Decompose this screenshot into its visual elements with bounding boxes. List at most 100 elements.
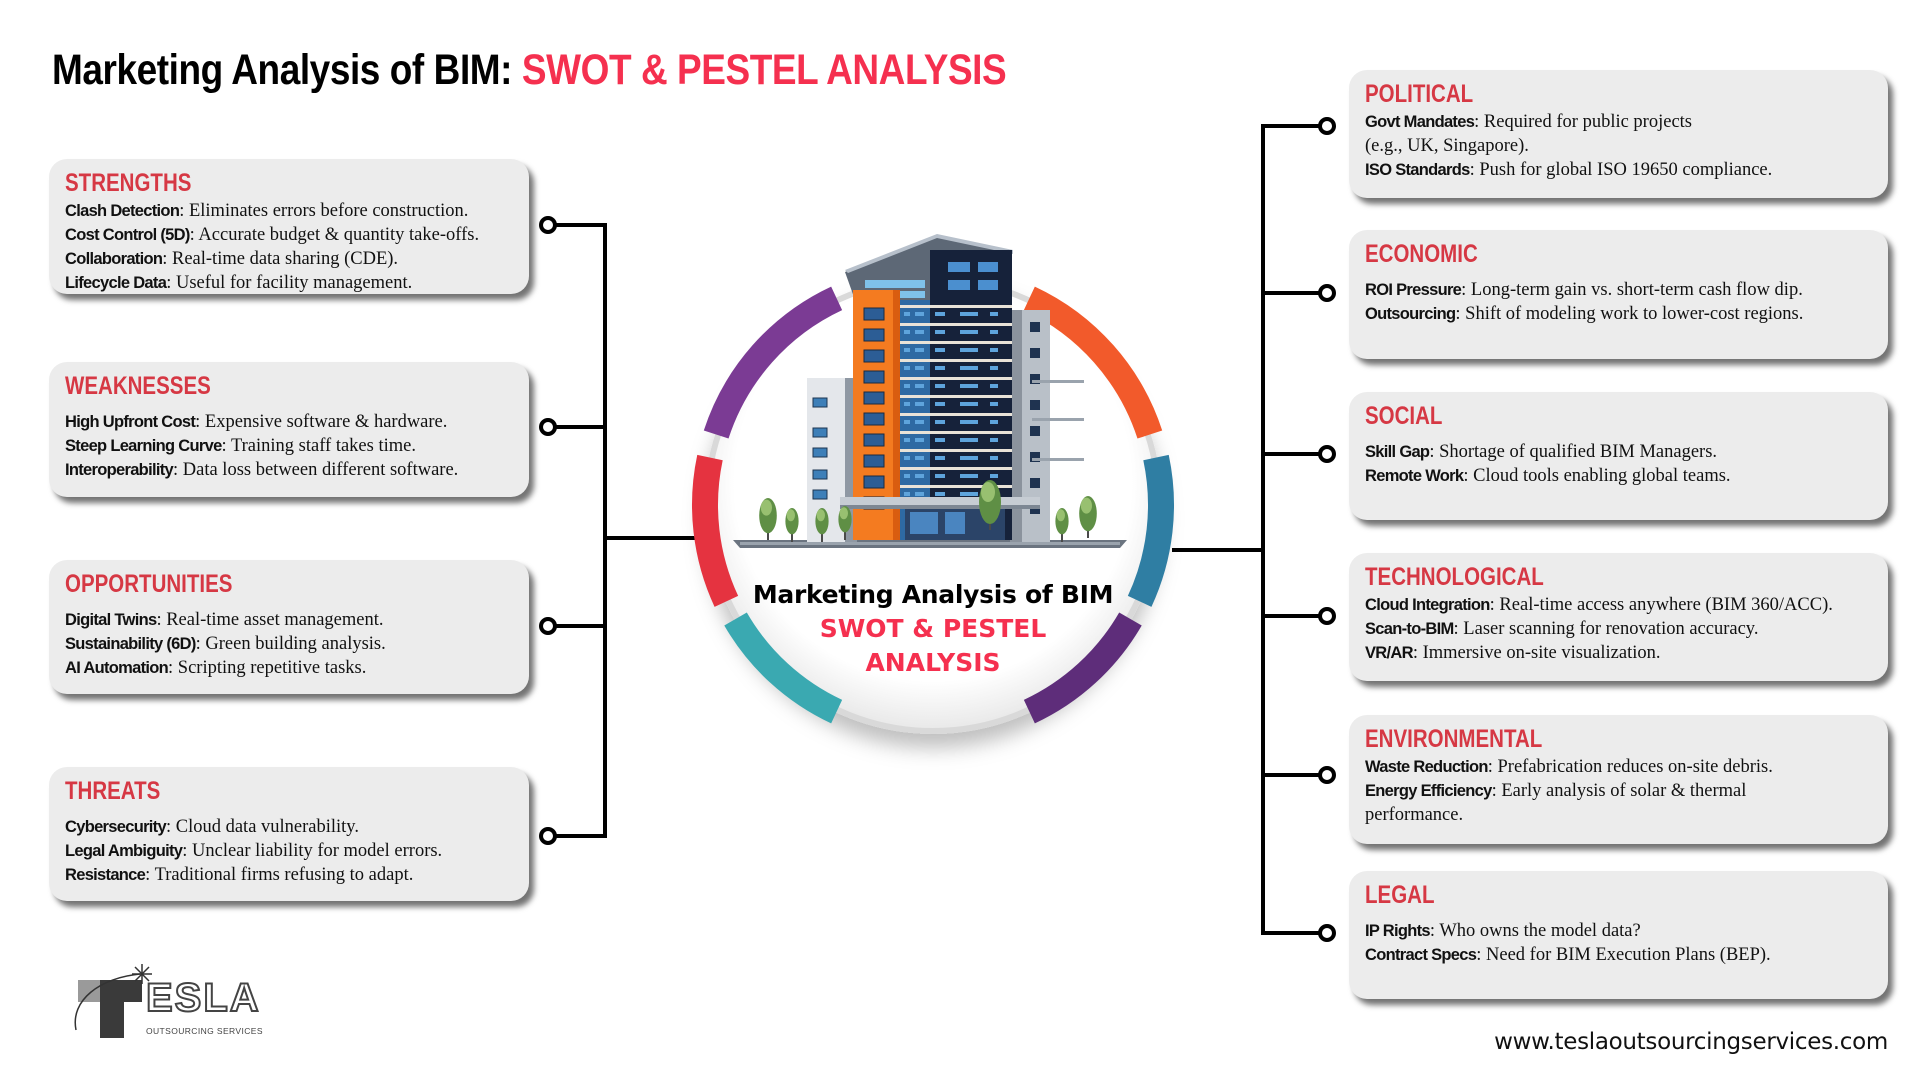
card-item-key: Legal Ambiguity: [65, 842, 183, 860]
card-item-key: IP Rights: [1365, 922, 1431, 940]
card-item: (e.g., UK, Singapore).: [1365, 134, 1876, 158]
card-item-text: : Traditional firms refusing to adapt.: [145, 865, 414, 885]
card-item: Skill Gap: Shortage of qualified BIM Man…: [1365, 440, 1876, 464]
connector-node-icon: [539, 827, 557, 845]
website-url[interactable]: www.teslaoutsourcingservices.com: [1494, 1029, 1888, 1055]
card-item-key: ROI Pressure: [1365, 281, 1462, 299]
connector-node-icon: [539, 617, 557, 635]
card-heading: STRENGTHS: [65, 169, 192, 197]
card-item-text: : Data loss between different software.: [173, 460, 459, 480]
card-item: Digital Twins: Real-time asset managemen…: [65, 608, 517, 632]
tree-icon: [815, 508, 829, 542]
card-item-text: : Real-time asset management.: [156, 610, 384, 630]
card-item: ROI Pressure: Long-term gain vs. short-t…: [1365, 278, 1876, 302]
tree-icon: [785, 508, 799, 542]
card-item-key: VR/AR: [1365, 644, 1414, 662]
card-item-key: Sustainability (6D): [65, 635, 196, 653]
title-main: Marketing Analysis of BIM:: [52, 46, 513, 94]
center-subtitle-line1: SWOT & PESTEL: [819, 614, 1047, 643]
connector-node-icon: [1318, 924, 1336, 942]
card-item-key: Remote Work: [1365, 467, 1464, 485]
card-heading: OPPORTUNITIES: [65, 570, 233, 598]
card-item-text: : Long-term gain vs. short-term cash flo…: [1461, 280, 1803, 300]
card-item: Interoperability: Data loss between diff…: [65, 458, 517, 482]
card-item-text: : Push for global ISO 19650 compliance.: [1469, 160, 1773, 180]
center-emblem: [692, 234, 1174, 734]
card-item: Cloud Integration: Real-time access anyw…: [1365, 593, 1876, 617]
card-item-text: : Laser scanning for renovation accuracy…: [1453, 619, 1759, 639]
card-item-key: Lifecycle Data: [65, 274, 167, 292]
tree-icon: [759, 497, 777, 540]
card-item: Clash Detection: Eliminates errors befor…: [65, 199, 517, 223]
card-item-text: : Real-time access anywhere (BIM 360/ACC…: [1489, 595, 1833, 615]
card-heading: LEGAL: [1365, 881, 1435, 909]
card-item-text: : Cloud tools enabling global teams.: [1463, 466, 1731, 486]
card-item-key: Interoperability: [65, 461, 174, 479]
card-item-key: High Upfront Cost: [65, 413, 196, 431]
card-item-text: : Immersive on-site visualization.: [1412, 643, 1661, 663]
card-heading: ENVIRONMENTAL: [1365, 725, 1543, 753]
card-item-text: : Scripting repetitive tasks.: [168, 658, 367, 678]
card-item-key: Skill Gap: [1365, 443, 1430, 461]
center-subtitle-line2: ANALYSIS: [865, 648, 1001, 677]
swot-connector: [539, 216, 695, 845]
center-title: Marketing Analysis of BIM: [752, 580, 1114, 609]
card-item-key: Scan-to-BIM: [1365, 620, 1454, 638]
card-item-key: Outsourcing: [1365, 305, 1456, 323]
connector-node-icon: [1318, 607, 1336, 625]
card-heading: ECONOMIC: [1365, 240, 1478, 268]
card-item-text: : Need for BIM Execution Plans (BEP).: [1476, 945, 1771, 965]
card-item: Sustainability (6D): Green building anal…: [65, 632, 517, 656]
page-title: Marketing Analysis of BIM: SWOT & PESTEL…: [52, 44, 1007, 96]
connector-node-icon: [539, 216, 557, 234]
card-item-text: : Unclear liability for model errors.: [182, 841, 443, 861]
title-highlight: SWOT & PESTEL ANALYSIS: [521, 46, 1007, 94]
card-item: ISO Standards: Push for global ISO 19650…: [1365, 158, 1876, 182]
card-heading: SOCIAL: [1365, 402, 1443, 430]
card-item-key: Contract Specs: [1365, 946, 1477, 964]
card-item-key: Clash Detection: [65, 202, 180, 220]
card-item: Steep Learning Curve: Training staff tak…: [65, 434, 517, 458]
card-item-text: : Green building analysis.: [195, 634, 386, 654]
card-item: Cost Control (5D): Accurate budget & qua…: [65, 223, 517, 247]
card-item-text: performance.: [1365, 805, 1464, 825]
card-item: Govt Mandates: Required for public proje…: [1365, 110, 1876, 134]
card-item-text: : Training staff takes time.: [221, 436, 416, 456]
card-item: performance.: [1365, 803, 1876, 827]
card-item-key: Collaboration: [65, 250, 163, 268]
card-item-key: Cost Control (5D): [65, 226, 190, 244]
card-item-text: : Shift of modeling work to lower-cost r…: [1455, 304, 1804, 324]
card-item-text: : Expensive software & hardware.: [195, 412, 448, 432]
card-item-key: Waste Reduction: [1365, 758, 1488, 776]
pestel-card-economic: ECONOMIC ROI Pressure: Long-term gain vs.…: [1349, 230, 1888, 359]
ring-segment: [724, 612, 843, 724]
card-item: Cybersecurity: Cloud data vulnerability.: [65, 815, 517, 839]
ring-segment: [1023, 286, 1163, 439]
company-logo: ESLA OUTSOURCING SERVICES: [70, 960, 263, 1044]
card-item-key: Resistance: [65, 866, 146, 884]
card-item-text: : Early analysis of solar & thermal: [1491, 781, 1747, 801]
logo-tagline: OUTSOURCING SERVICES: [146, 1026, 263, 1036]
card-heading: POLITICAL: [1365, 80, 1474, 108]
tree-icon: [1055, 508, 1069, 542]
spark-icon: [132, 964, 152, 984]
card-item: IP Rights: Who owns the model data?: [1365, 919, 1876, 943]
connector-node-icon: [1318, 445, 1336, 463]
pestel-card-social: SOCIAL Skill Gap: Shortage of qualified B…: [1349, 392, 1888, 520]
card-item: Energy Efficiency: Early analysis of sol…: [1365, 779, 1876, 803]
logo-wordmark: ESLA: [145, 975, 261, 1021]
ring-segment: [692, 454, 739, 607]
card-item-text: : Prefabrication reduces on-site debris.: [1487, 757, 1773, 777]
card-item-key: Cloud Integration: [1365, 596, 1490, 614]
card-item: Collaboration: Real-time data sharing (C…: [65, 247, 517, 271]
card-heading: TECHNOLOGICAL: [1365, 563, 1544, 591]
tesla-t-icon: [74, 964, 152, 1038]
card-item: VR/AR: Immersive on-site visualization.: [1365, 641, 1876, 665]
card-item: Outsourcing: Shift of modeling work to l…: [1365, 302, 1876, 326]
tree-icon: [979, 480, 1001, 530]
